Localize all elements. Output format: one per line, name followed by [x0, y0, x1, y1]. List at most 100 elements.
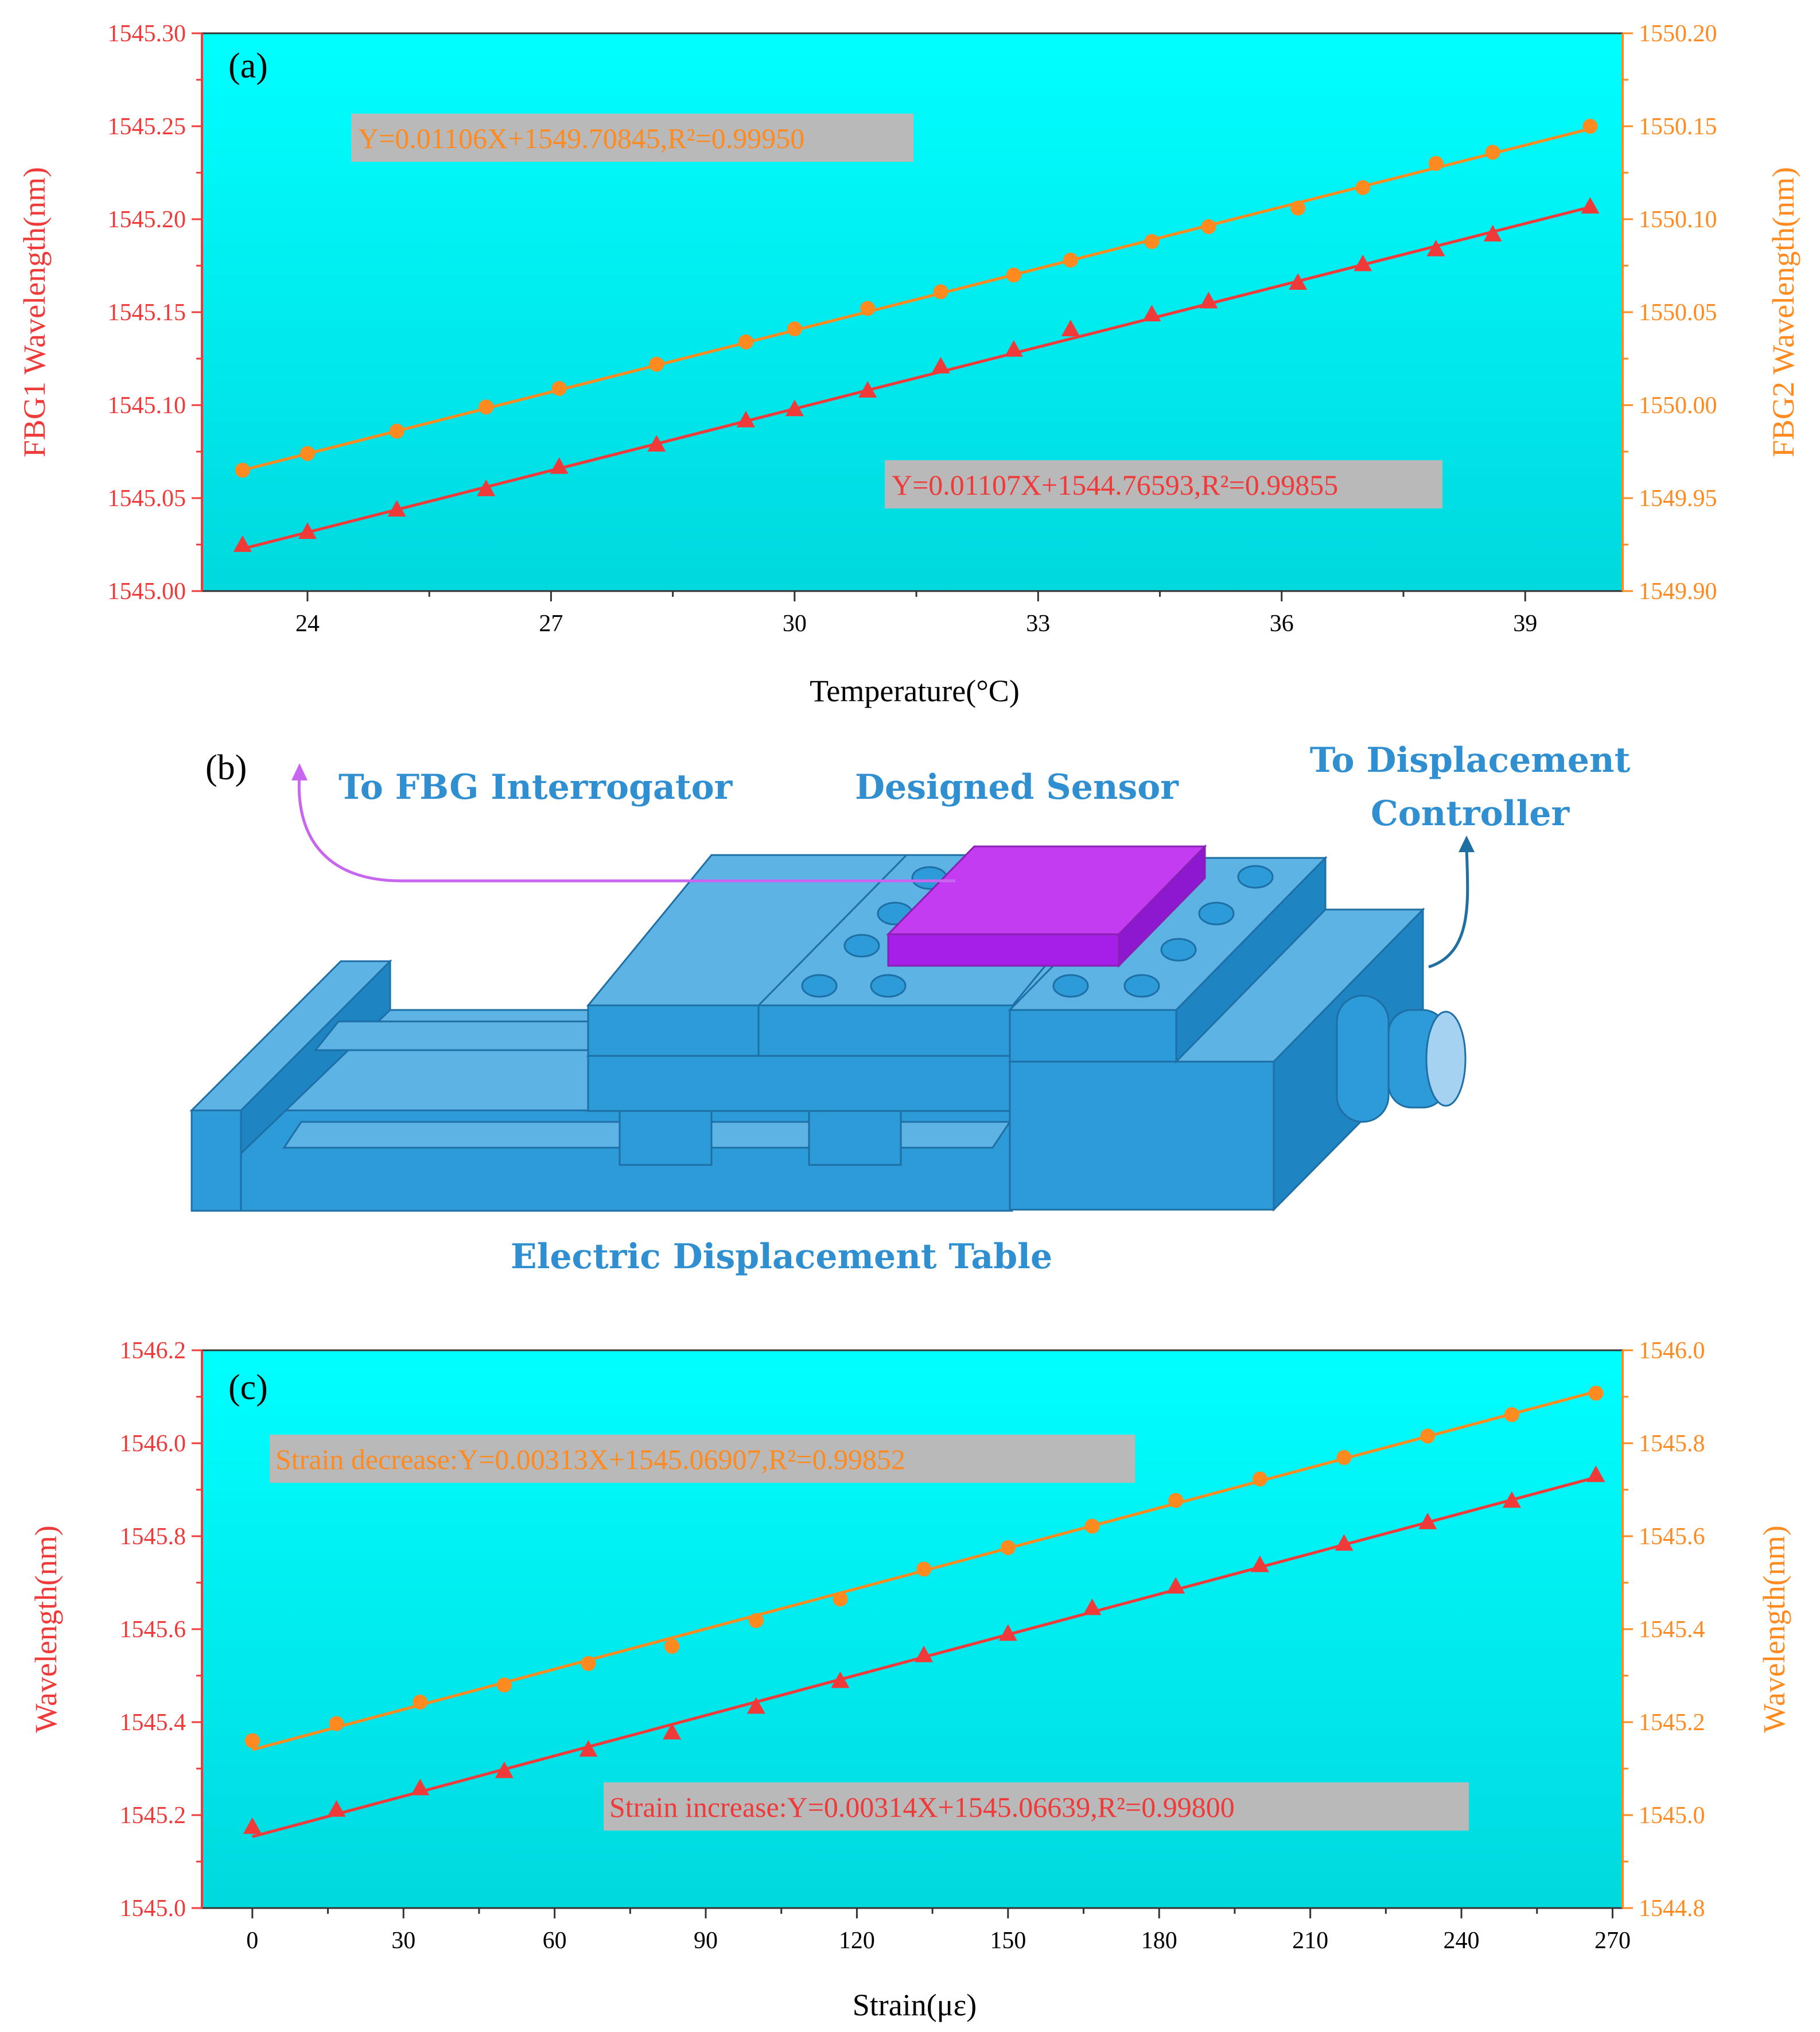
- diagram-panel-b: (b): [189, 740, 1631, 1277]
- data-point-circle: [551, 380, 567, 396]
- data-point-triangle: [858, 381, 877, 398]
- y-right-tick-label: 1549.90: [1639, 578, 1717, 605]
- data-point-triangle: [663, 1723, 682, 1740]
- data-point-triangle: [1166, 1577, 1185, 1594]
- data-point-circle: [833, 1591, 848, 1607]
- data-point-circle: [1084, 1518, 1100, 1534]
- x-tick-label: 24: [295, 611, 320, 637]
- x-tick-label: 39: [1513, 611, 1537, 637]
- data-point-triangle: [1483, 224, 1502, 242]
- data-point-triangle: [477, 479, 496, 496]
- y-axis-label-a-left: FBG1 Wavelength(nm): [17, 167, 52, 457]
- data-point-triangle: [327, 1800, 346, 1817]
- data-point-circle: [738, 334, 753, 349]
- y-left-tick-label: 1545.8: [120, 1524, 186, 1550]
- x-tick-label: 0: [246, 1928, 258, 1954]
- panel-label-b: (b): [205, 748, 247, 787]
- marks-a: [233, 119, 1600, 552]
- data-point-triangle: [1250, 1555, 1269, 1572]
- data-point-triangle: [998, 1624, 1017, 1641]
- data-point-triangle: [1199, 292, 1218, 309]
- data-point-triangle: [1426, 239, 1445, 257]
- x-tick-label: 180: [1141, 1928, 1177, 1954]
- y-left-tick-label: 1546.0: [120, 1431, 186, 1457]
- y-left-tick-label: 1545.0: [120, 1895, 186, 1922]
- x-tick-label: 27: [539, 611, 563, 637]
- data-point-triangle: [1354, 254, 1372, 271]
- data-point-triangle: [746, 1697, 765, 1714]
- data-point-triangle: [1142, 305, 1161, 322]
- y-right-tick-label: 1550.05: [1639, 300, 1717, 326]
- x-tick-label: 150: [990, 1928, 1026, 1954]
- data-point-circle: [1485, 145, 1500, 160]
- y-right-tick-label: 1545.2: [1639, 1709, 1705, 1736]
- x-axis-label-c: Strain(με): [853, 1988, 977, 2022]
- y-left-tick-label: 1545.20: [108, 207, 186, 233]
- data-point-circle: [1252, 1471, 1267, 1487]
- data-point-circle: [860, 301, 876, 316]
- data-point-triangle: [915, 1645, 934, 1662]
- equation-box-a-orange: [351, 114, 913, 162]
- y-axis-label-c-right: Wavelength(nm): [1757, 1525, 1791, 1733]
- data-point-triangle: [387, 500, 406, 517]
- designed-sensor: [291, 763, 1207, 968]
- y-axis-label-c-left: Wavelength(nm): [29, 1525, 63, 1733]
- data-point-circle: [1201, 219, 1216, 234]
- y-left-tick-label: 1546.2: [120, 1338, 186, 1364]
- x-tick-label: 270: [1595, 1928, 1631, 1954]
- data-point-triangle: [785, 399, 804, 417]
- data-point-triangle: [411, 1778, 430, 1796]
- y-left-tick-label: 1545.10: [108, 393, 186, 419]
- data-point-circle: [1168, 1493, 1184, 1508]
- label-table: Electric Displacement Table: [511, 1237, 1052, 1277]
- data-point-circle: [1420, 1428, 1436, 1444]
- data-point-circle: [1063, 252, 1078, 268]
- data-point-circle: [916, 1561, 932, 1577]
- x-tick-label: 33: [1026, 611, 1050, 637]
- y-right-tick-label: 1545.4: [1639, 1617, 1705, 1643]
- equation-a-orange: Y=0.01106X+1549.70845,R²=0.99950: [358, 122, 804, 154]
- y-right-tick-label: 1550.20: [1639, 21, 1717, 47]
- y-left-tick-label: 1545.2: [120, 1802, 186, 1829]
- panel-label-c: (c): [228, 1368, 268, 1407]
- x-tick-label: 120: [839, 1928, 875, 1954]
- y-right-tick-label: 1550.00: [1639, 393, 1717, 419]
- data-point-circle: [1582, 119, 1598, 134]
- x-tick-label: 30: [783, 611, 807, 637]
- data-point-triangle: [1418, 1513, 1437, 1529]
- y-left-tick-label: 1545.05: [108, 485, 186, 512]
- data-point-circle: [787, 321, 802, 337]
- data-point-circle: [1588, 1385, 1604, 1401]
- x-tick-label: 60: [543, 1928, 567, 1954]
- y-right-tick-label: 1546.0: [1639, 1338, 1705, 1364]
- data-point-triangle: [647, 435, 666, 452]
- y-left-tick-label: 1545.15: [108, 300, 186, 326]
- equation-box-c-red: [604, 1782, 1469, 1831]
- data-point-triangle: [1581, 197, 1600, 214]
- label-to-interrogator: To FBG Interrogator: [339, 767, 733, 807]
- y-right-tick-label: 1550.15: [1639, 114, 1717, 140]
- data-point-triangle: [550, 457, 569, 474]
- y-right-tick-label: 1545.8: [1639, 1431, 1705, 1457]
- y-left-tick-label: 1545.00: [108, 578, 186, 605]
- data-point-circle: [389, 424, 405, 439]
- equation-box-a-red: [885, 460, 1442, 508]
- x-tick-label: 30: [391, 1928, 415, 1954]
- data-point-triangle: [1289, 273, 1308, 290]
- y-right-tick-label: 1545.0: [1639, 1802, 1705, 1829]
- data-point-circle: [235, 463, 250, 478]
- data-point-triangle: [1004, 340, 1023, 357]
- label-to-controller-1: To Displacement: [1310, 740, 1631, 780]
- label-to-controller-2: Controller: [1371, 794, 1570, 834]
- data-point-circle: [300, 446, 315, 461]
- data-point-triangle: [1586, 1465, 1605, 1482]
- data-point-triangle: [233, 535, 252, 552]
- data-point-triangle: [1502, 1491, 1521, 1508]
- y-right-tick-label: 1549.95: [1639, 485, 1717, 512]
- equation-a-red: Y=0.01107X+1544.76593,R²=0.99855: [892, 469, 1338, 501]
- y-left-tick-label: 1545.25: [108, 114, 186, 140]
- data-point-circle: [581, 1656, 596, 1671]
